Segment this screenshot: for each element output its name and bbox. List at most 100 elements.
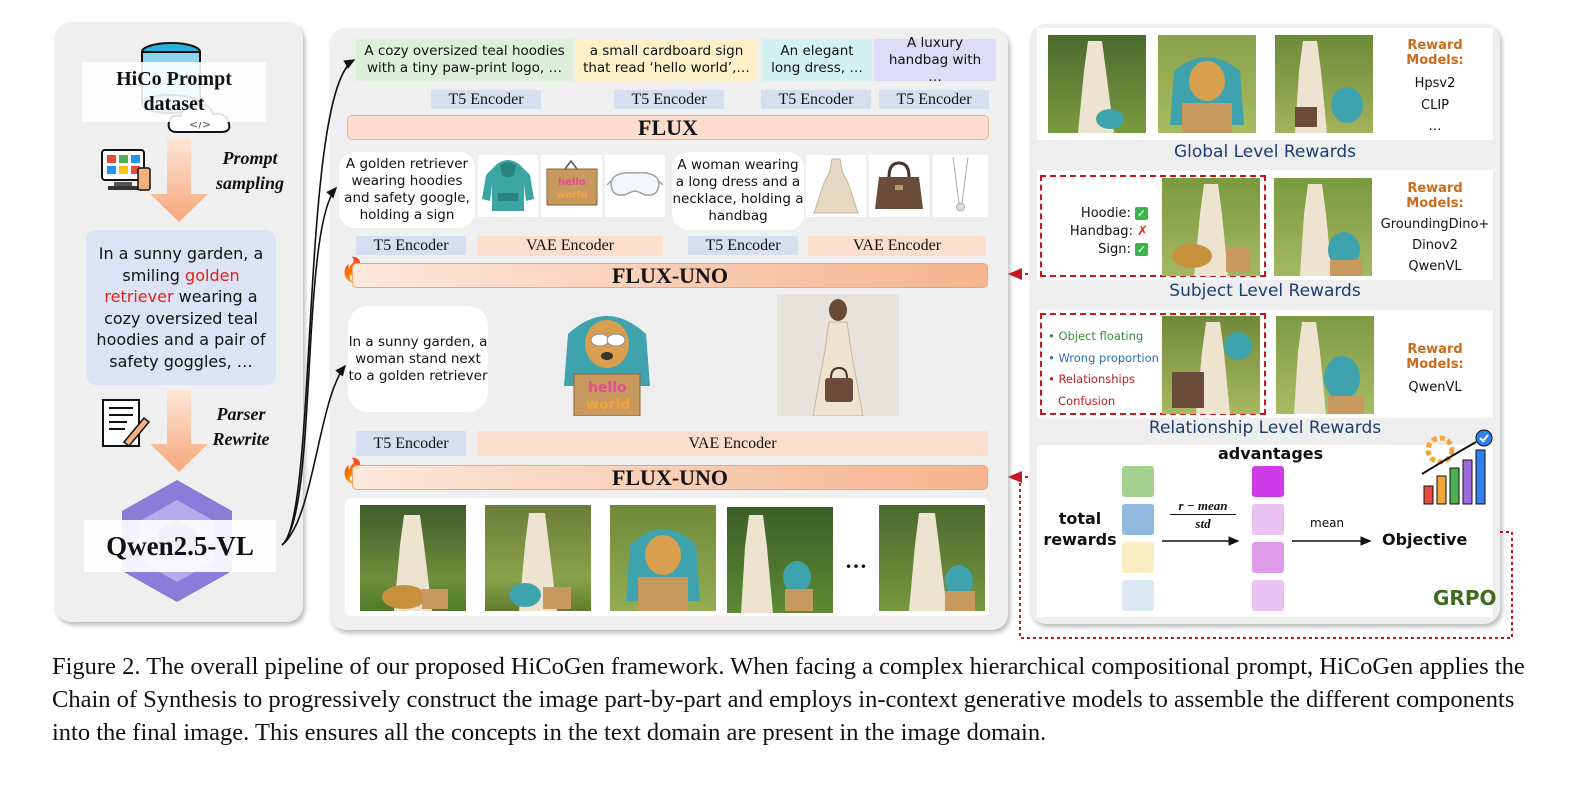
reward-square [1122, 504, 1154, 535]
reward-models-title: Reward Models: [1406, 181, 1464, 211]
prompt-sampling-label: Prompt sampling [215, 148, 285, 193]
dress-thumbnail [806, 155, 866, 217]
t5-encoder: T5 Encoder [761, 90, 871, 109]
advantage-square [1252, 542, 1284, 573]
reward-square [1122, 466, 1154, 497]
subject-level-label: Subject Level Rewards [1169, 281, 1361, 301]
ellipsis: … [845, 548, 867, 573]
dataset-label: HiCo Prompt dataset [82, 62, 266, 122]
reward-model-item: … [1428, 119, 1442, 134]
down-arrow [150, 390, 208, 472]
sampled-prompt-text: In a sunny garden, a smiling golden retr… [96, 244, 266, 371]
subject-reward-models: Reward Models: GroundingDino+ Dinov2 Qwe… [1380, 181, 1490, 274]
issue-relationships: • Relationships [1048, 372, 1136, 386]
reward-model-item: GroundingDino+ [1380, 217, 1490, 232]
check-icon: ✓ [1135, 207, 1148, 220]
check-icon: ✓ [1135, 243, 1148, 256]
output-image [610, 505, 716, 611]
vae-encoder: VAE Encoder [477, 236, 663, 256]
t5-encoder: T5 Encoder [356, 236, 466, 255]
flux-uno-bar: FLUX-UNO [352, 465, 988, 490]
reward-model-item: Dinov2 [1412, 238, 1458, 253]
issue-object-floating: • Object floating [1048, 329, 1144, 343]
down-arrow [150, 138, 208, 222]
flux-uno-bar: FLUX-UNO [352, 263, 988, 288]
relationship-highlight-box [1040, 313, 1266, 415]
issue-confusion: Confusion [1058, 393, 1116, 408]
relationship-sample-image [1162, 316, 1260, 414]
handbag-thumbnail [869, 155, 929, 217]
growth-chart-icon [1421, 429, 1493, 505]
generated-dog-subject: hello world [546, 294, 668, 416]
t5-encoder: T5 Encoder [688, 236, 798, 255]
formula-numerator: r − mean [1178, 498, 1228, 513]
global-reward-models: Reward Models: Hpsv2 CLIP … [1380, 38, 1490, 134]
advantage-square [1252, 466, 1284, 497]
vae-encoder: VAE Encoder [477, 431, 988, 456]
subject-highlight-box [1040, 175, 1266, 277]
svg-text:world: world [586, 397, 630, 413]
cross-icon: ✗ [1137, 224, 1148, 239]
svg-text:hello: hello [588, 380, 627, 396]
relationship-issues: • Object floating • Wrong proportion • R… [1048, 326, 1166, 412]
issue-wrong-proportion: • Wrong proportion [1048, 350, 1159, 365]
global-level-label: Global Level Rewards [1173, 142, 1357, 162]
subject-sample-image [1274, 178, 1372, 276]
qwen-model-label: Qwen2.5-VL [84, 520, 276, 572]
svg-text:world: world [556, 190, 588, 201]
parser-rewrite-label: Parser Rewrite [212, 404, 270, 449]
global-sample-image [1275, 35, 1373, 133]
relationship-sample-image [1276, 316, 1374, 414]
subject-sample-image [1162, 178, 1260, 276]
t5-encoder: T5 Encoder [356, 431, 466, 456]
objective-label: Objective [1382, 530, 1468, 549]
reward-model-item: CLIP [1421, 98, 1449, 113]
output-image [879, 505, 985, 611]
flux-bar: FLUX [347, 115, 989, 140]
reward-models-title: Reward Models: [1406, 342, 1464, 372]
formula-fraction-line [1170, 514, 1236, 515]
subject-check-sign: Sign: ✓ [1098, 242, 1148, 257]
necklace-thumbnail [933, 155, 988, 217]
output-image [360, 505, 466, 611]
formula-denominator: std [1195, 516, 1211, 531]
relationship-level-label: Relationship Level Rewards [1148, 418, 1382, 438]
total-rewards-label: total rewards [1043, 509, 1117, 549]
subject-prompt-woman: A woman wearing a long dress and a neckl… [672, 152, 804, 230]
t5-encoder: T5 Encoder [431, 90, 541, 109]
goggles-thumbnail [605, 155, 665, 217]
grpo-arrows [1162, 536, 1372, 546]
advantage-square [1252, 580, 1284, 611]
output-image [485, 505, 591, 611]
mean-label: mean [1310, 516, 1345, 530]
advantages-label: advantages [1218, 444, 1324, 463]
subject-check-handbag: Handbag: ✗ [1069, 224, 1148, 239]
top-prompt-handbag: A luxury handbag with … [874, 35, 996, 85]
t5-encoder: T5 Encoder [614, 90, 724, 109]
reward-square [1122, 580, 1154, 611]
figure-caption: Figure 2. The overall pipeline of our pr… [52, 653, 1525, 746]
vae-encoder: VAE Encoder [808, 236, 986, 256]
hoodie-thumbnail [478, 155, 538, 217]
relationship-reward-models: Reward Models: QwenVL [1380, 342, 1490, 395]
top-prompt-dress: An elegant long dress, … [762, 39, 872, 81]
reward-model-item: QwenVL [1408, 259, 1462, 274]
scene-prompt: In a sunny garden, a woman stand next to… [348, 306, 488, 412]
t5-encoder: T5 Encoder [879, 90, 989, 109]
grpo-label: GRPO [1433, 586, 1497, 610]
generated-woman-subject [777, 294, 899, 416]
subject-prompt-dog: A golden retriever wearing hoodies and s… [339, 152, 475, 228]
reward-model-item: Hpsv2 [1414, 76, 1456, 91]
svg-text:hello: hello [558, 177, 586, 188]
sign-thumbnail: hello world [541, 155, 602, 217]
reward-model-item: QwenVL [1408, 380, 1462, 395]
subject-check-hoodie: Hoodie: ✓ [1080, 206, 1148, 221]
global-sample-image [1158, 35, 1256, 133]
computer-sampling-icon [101, 149, 151, 191]
reward-models-title: Reward Models: [1406, 38, 1464, 68]
sampled-prompt-card: In a sunny garden, a smiling golden retr… [86, 230, 276, 385]
top-prompt-sign: a small cardboard sign that read ‘hello … [575, 39, 758, 81]
global-sample-image [1048, 35, 1146, 133]
top-prompt-hoodie: A cozy oversized teal hoodies with a tin… [356, 39, 573, 81]
advantage-square [1252, 504, 1284, 535]
